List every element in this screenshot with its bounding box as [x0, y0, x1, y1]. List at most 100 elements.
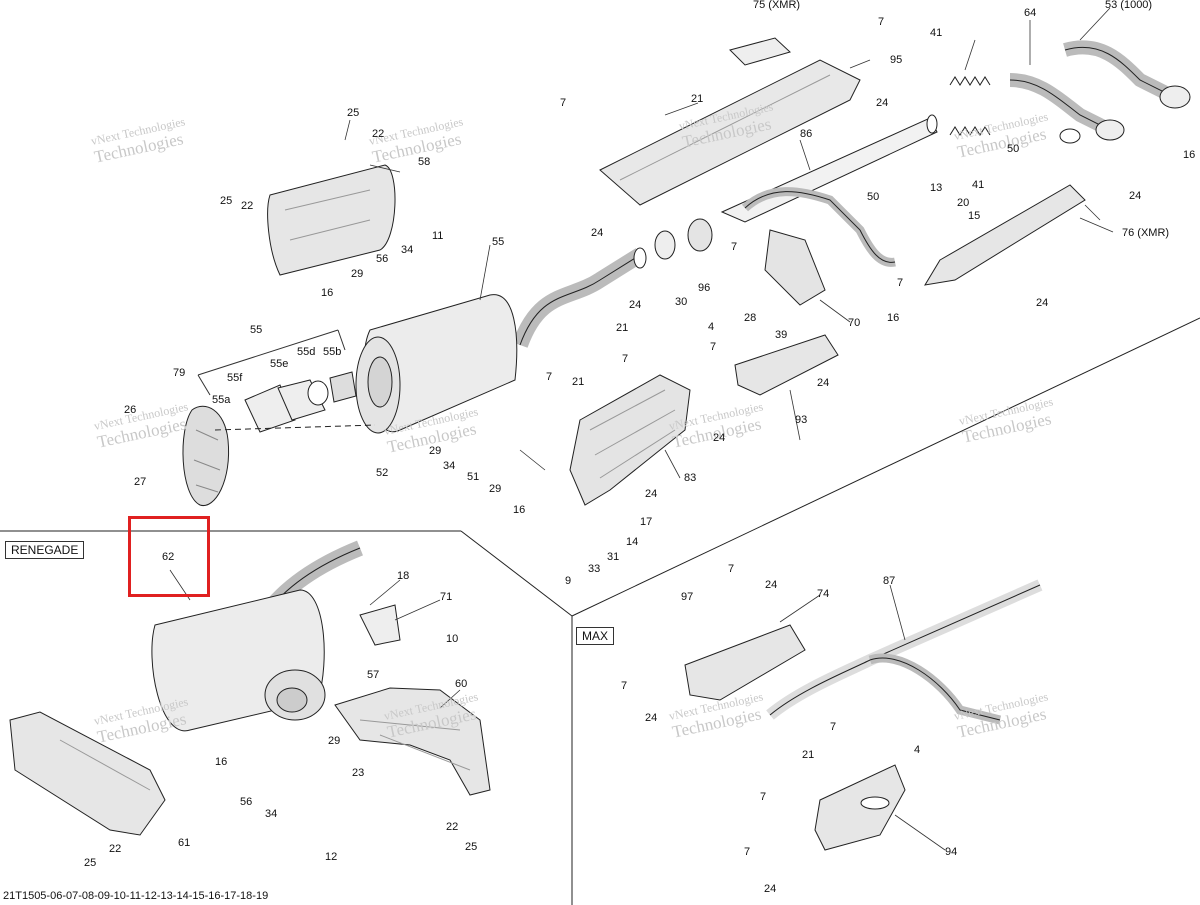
callout-label: 4 — [914, 744, 921, 756]
callout-label: 74 — [817, 588, 830, 600]
callout-label: 24 — [1129, 190, 1142, 202]
part-60-renegade-shield — [334, 687, 491, 796]
callout-label: 29 — [351, 268, 364, 280]
callout-label: 25 — [465, 841, 478, 853]
callout-label: 56 — [240, 796, 253, 808]
callout-label: 55f — [227, 372, 243, 384]
parts-55-exploded — [197, 329, 376, 433]
callout-label: 7 — [731, 241, 738, 253]
callout-label: 11 — [432, 230, 444, 242]
callout-label: 96 — [698, 282, 711, 294]
callout-label: 22 — [109, 843, 122, 855]
leader-lines — [169, 7, 1114, 851]
callout-label-62: 62 — [162, 551, 175, 563]
callout-label: 24 — [876, 97, 889, 109]
callout-label: 30 — [675, 296, 688, 308]
callout-label: 17 — [640, 516, 653, 528]
callout-label: 93 — [795, 414, 808, 426]
part-83-shield — [569, 374, 691, 506]
callout-label: 50 — [1007, 143, 1020, 155]
callout-label: 86 — [800, 128, 813, 140]
section-label-max: MAX — [576, 627, 615, 645]
callout-label: 60 — [455, 678, 468, 690]
callout-label: 16 — [513, 504, 526, 516]
callout-label: 76 (XMR) — [1122, 227, 1170, 239]
callout-label: 34 — [401, 244, 414, 256]
callout-label: 70 — [848, 317, 861, 329]
part-96-sleeve — [687, 218, 713, 252]
part-70-bracket — [764, 229, 826, 306]
callout-label: 33 — [588, 563, 601, 575]
callout-label: 12 — [325, 851, 338, 863]
part-95-heat-shield — [599, 37, 861, 206]
max-divider-diag — [571, 317, 1200, 617]
callout-label: 16 — [1183, 149, 1196, 161]
section-label-renegade: RENEGADE — [5, 541, 85, 559]
callout-label: 25 — [84, 857, 97, 869]
callout-label: 55a — [212, 394, 231, 406]
callout-label: 57 — [367, 669, 380, 681]
callout-label: 97 — [681, 591, 694, 603]
callout-label: 87 — [883, 575, 896, 587]
callout-label: 56 — [376, 253, 389, 265]
part-53-64-pipes — [1009, 40, 1191, 144]
callout-label: 79 — [173, 367, 186, 379]
part-74-max-shield — [684, 624, 806, 701]
callout-label: 7 — [622, 353, 629, 365]
part-93-shield — [734, 334, 839, 396]
part-62-renegade-muffler — [151, 540, 363, 732]
callout-label: 29 — [328, 735, 341, 747]
diagram-code: 21T1505-06-07-08-09-10-11-12-13-14-15-16… — [3, 890, 269, 902]
callout-label: 7 — [897, 277, 904, 289]
callout-label: 22 — [446, 821, 459, 833]
callout-label: 20 — [957, 197, 970, 209]
renegade-divider-diag — [460, 530, 573, 617]
part-86-pipe — [720, 114, 938, 267]
callout-label: 53 (1000) — [1105, 0, 1153, 11]
callout-label: 15 — [968, 210, 981, 222]
callout-label: 7 — [560, 97, 567, 109]
part-58-heat-shield — [267, 164, 396, 276]
callout-label: 34 — [443, 460, 456, 472]
callout-label: 9 — [565, 575, 572, 587]
callout-label: 7 — [728, 563, 735, 575]
callout-label: 7 — [760, 791, 767, 803]
callout-label: 7 — [710, 341, 717, 353]
callout-label: 4 — [708, 321, 715, 333]
callout-label: 14 — [626, 536, 639, 548]
callout-label: 7 — [546, 371, 553, 383]
callout-label: 95 — [890, 54, 903, 66]
part-61-renegade-shield — [9, 711, 166, 836]
callout-label: 16 — [887, 312, 900, 324]
callout-label: 83 — [684, 472, 697, 484]
callout-label: 55 — [492, 236, 505, 248]
callout-label: 28 — [744, 312, 757, 324]
callout-label: 55 — [250, 324, 263, 336]
callout-label: 24 — [645, 488, 658, 500]
callout-label: 58 — [418, 156, 431, 168]
part-55-pipe — [512, 247, 647, 348]
part-41-springs — [949, 76, 991, 136]
callout-label: 75 (XMR) — [753, 0, 801, 11]
callout-label: 55d — [297, 346, 316, 358]
callout-label: 16 — [215, 756, 228, 768]
callout-label: 10 — [446, 633, 459, 645]
callout-label: 21 — [616, 322, 629, 334]
callout-label: 24 — [591, 227, 604, 239]
callout-label: 21 — [691, 93, 704, 105]
callout-label: 7 — [621, 680, 628, 692]
callout-label: 22 — [372, 128, 385, 140]
callout-label: 25 — [220, 195, 233, 207]
callout-label: 18 — [397, 570, 410, 582]
callout-label: 61 — [178, 837, 191, 849]
callout-label: 21 — [802, 749, 815, 761]
callout-label: 24 — [629, 299, 642, 311]
callout-label: 24 — [764, 883, 777, 895]
callout-label: 31 — [607, 551, 620, 563]
callout-label: 39 — [775, 329, 788, 341]
callout-label: 24 — [765, 579, 778, 591]
callout-label: 13 — [930, 182, 943, 194]
callout-label: 7 — [830, 721, 837, 733]
callout-label: 29 — [429, 445, 442, 457]
callout-label: 25 — [347, 107, 360, 119]
